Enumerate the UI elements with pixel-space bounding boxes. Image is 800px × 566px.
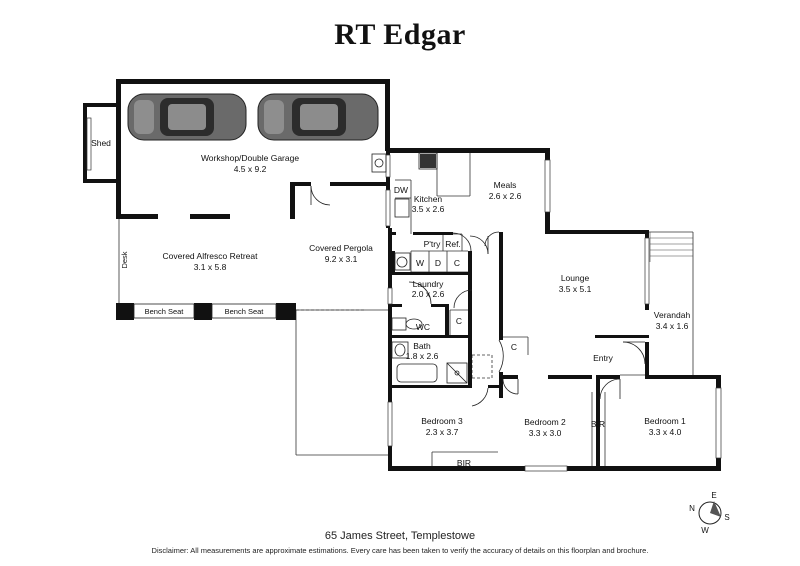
room-label-bir: BIR (457, 458, 471, 468)
room-size-meals: 2.6 x 2.6 (489, 191, 522, 201)
disclaimer-text: Disclaimer: All measurements are approxi… (151, 546, 649, 555)
compass-west: W (701, 526, 709, 535)
room-label-washer: W (416, 258, 424, 268)
compass-south: S (724, 513, 729, 522)
room-size-bedroom-2: 3.3 x 3.0 (529, 428, 562, 438)
room-label-pergola: Covered Pergola (309, 243, 373, 253)
brand-logo: RT Edgar (334, 18, 466, 51)
cooktop-icon (420, 154, 436, 168)
compass-icon: E N S W (689, 491, 730, 535)
room-label-cupboard: C (511, 342, 517, 352)
room-size-alfresco: 3.1 x 5.8 (194, 262, 227, 272)
room-size-verandah: 3.4 x 1.6 (656, 321, 689, 331)
room-label-entry: Entry (593, 353, 614, 363)
room-label-bedroom-3: Bedroom 3 (421, 416, 463, 426)
fixtures (371, 152, 468, 384)
room-label-shed: Shed (91, 138, 111, 148)
room-label-dryer: D (435, 258, 441, 268)
compass-east: E (711, 491, 716, 500)
room-label-bath: Bath (413, 341, 431, 351)
doors (310, 185, 646, 407)
room-size-laundry: 2.0 x 2.6 (412, 289, 445, 299)
room-size-kitchen: 3.5 x 2.6 (412, 204, 445, 214)
room-label-fridge: Ref. (445, 239, 461, 249)
room-label-verandah: Verandah (654, 310, 691, 320)
room-size-bedroom-1: 3.3 x 4.0 (649, 427, 682, 437)
room-label-bedroom-1: Bedroom 1 (644, 416, 686, 426)
room-label-garage: Workshop/Double Garage (201, 153, 299, 163)
bench-seats (133, 303, 277, 319)
room-label-alfresco: Covered Alfresco Retreat (163, 251, 259, 261)
car-icon (127, 93, 247, 141)
windows (86, 117, 722, 472)
compass-north: N (689, 504, 695, 513)
bench-seat-label: Bench Seat (225, 307, 265, 316)
room-label-bir: BIR (591, 419, 605, 429)
room-size-pergola: 9.2 x 3.1 (325, 254, 358, 264)
room-label-lounge: Lounge (561, 273, 590, 283)
room-label-wc: WC (416, 322, 430, 332)
room-label-laundry: Laundry (413, 279, 444, 289)
room-label-bedroom-2: Bedroom 2 (524, 417, 566, 427)
room-label-meals: Meals (494, 180, 517, 190)
room-label-cupboard: C (456, 316, 462, 326)
room-size-garage: 4.5 x 9.2 (234, 164, 267, 174)
room-size-bath: 1.8 x 2.6 (406, 351, 439, 361)
property-address: 65 James Street, Templestowe (324, 530, 476, 542)
room-label-desk: Desk (120, 251, 129, 268)
room-label-kitchen: Kitchen (414, 194, 443, 204)
room-label-dw: DW (394, 185, 408, 195)
room-label-cupboard: C (454, 258, 460, 268)
bench-seat-label: Bench Seat (145, 307, 185, 316)
room-size-lounge: 3.5 x 5.1 (559, 284, 592, 294)
room-label-pantry: P'try (424, 239, 441, 249)
bench-seat-walls (116, 303, 296, 320)
verandah-steps (649, 232, 693, 262)
room-size-bedroom-3: 2.3 x 3.7 (426, 427, 459, 437)
car-icon (257, 93, 379, 141)
